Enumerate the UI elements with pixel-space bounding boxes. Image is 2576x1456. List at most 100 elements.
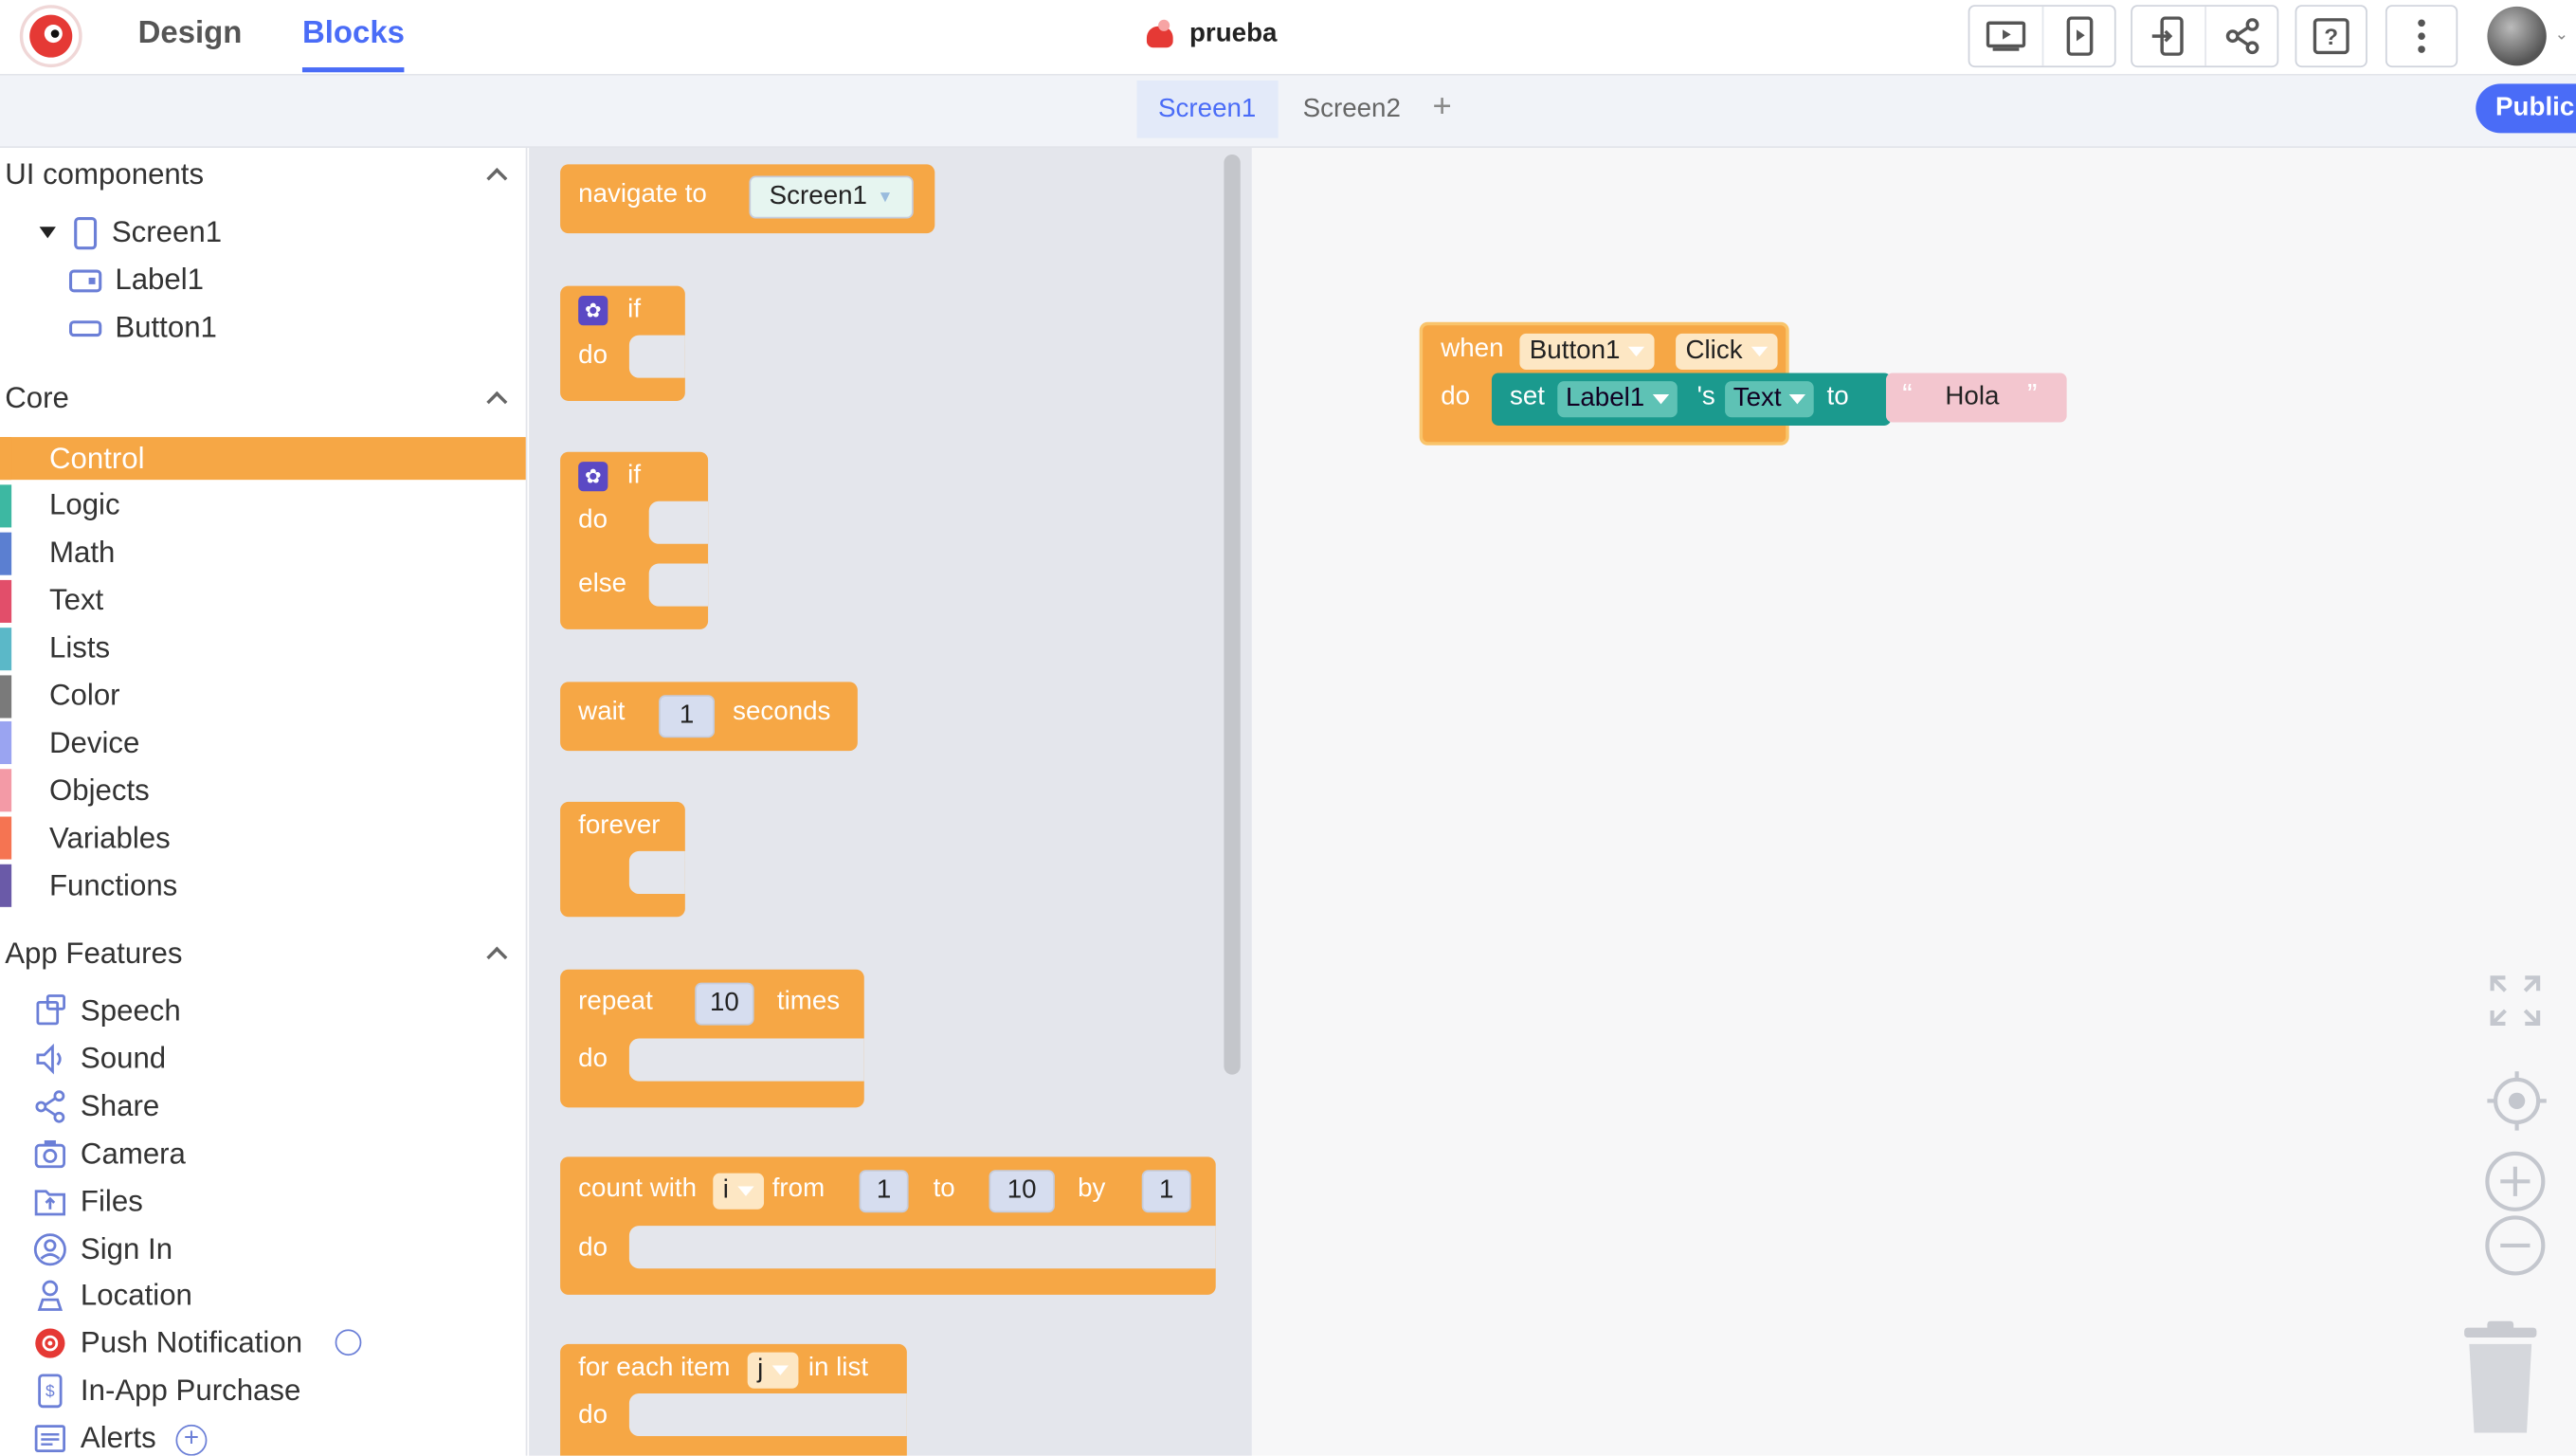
feature-label: Speech — [80, 993, 181, 1028]
help-button[interactable]: ? — [2295, 5, 2367, 68]
feature-sign-in[interactable]: Sign In — [33, 1231, 172, 1265]
forever-block[interactable]: forever — [560, 801, 685, 918]
kebab-menu-icon — [2418, 19, 2425, 53]
chevron-up-icon[interactable] — [486, 943, 506, 963]
sound-icon — [33, 1042, 67, 1076]
run-device-button[interactable] — [2041, 6, 2114, 66]
zoom-out-icon[interactable] — [2484, 1214, 2547, 1277]
add-screen-button[interactable]: + — [1432, 88, 1452, 125]
trash-icon[interactable] — [2458, 1320, 2543, 1436]
event-dropdown[interactable]: Click — [1676, 333, 1777, 371]
tree-item-screen1[interactable]: Screen1 — [72, 215, 222, 249]
if-else-block[interactable]: ✿ if do else — [560, 451, 709, 629]
share-icon — [33, 1089, 67, 1123]
settings-gear-icon[interactable] — [335, 1329, 362, 1356]
blocks-tab[interactable]: Blocks — [301, 16, 406, 73]
for-each-item-block[interactable]: for each item j in list do — [560, 1343, 907, 1456]
block-label: do — [578, 1045, 608, 1073]
app-logo[interactable] — [19, 5, 82, 68]
play-preview-button[interactable] — [1969, 7, 2041, 65]
property-dropdown[interactable]: Text — [1725, 381, 1815, 418]
user-avatar[interactable] — [2487, 6, 2547, 66]
number-input[interactable]: 1 — [1141, 1170, 1191, 1213]
string-value[interactable]: Hola — [1945, 382, 2000, 411]
feature-push-notification[interactable]: Push Notification — [33, 1326, 302, 1360]
category-device[interactable]: Device — [0, 721, 526, 765]
navigate-to-block[interactable]: navigate to Screen1▼ — [560, 164, 935, 234]
dropdown-value: Label1 — [1565, 384, 1645, 413]
block-label: 's — [1696, 382, 1715, 411]
category-logic[interactable]: Logic — [0, 484, 526, 528]
expand-caret-icon[interactable] — [39, 227, 56, 239]
chevron-up-icon[interactable] — [486, 388, 506, 408]
publish-button[interactable]: Public — [2476, 83, 2576, 134]
screen-dropdown[interactable]: Screen1▼ — [749, 175, 914, 219]
top-bar: Design Blocks prueba ? — [0, 0, 2576, 76]
category-variables[interactable]: Variables — [0, 816, 526, 860]
add-circle-icon[interactable]: + — [175, 1424, 208, 1456]
if-block[interactable]: ✿ if do — [560, 285, 685, 401]
target-component-dropdown[interactable]: Label1 — [1557, 381, 1678, 418]
core-header[interactable]: Core — [5, 381, 69, 414]
dropdown-arrow-icon — [736, 1186, 753, 1196]
block-label: by — [1078, 1174, 1106, 1203]
blocks-workspace[interactable]: when Button1 Click do set Label1 's Text… — [1251, 148, 2576, 1456]
tree-item-label1[interactable]: Label1 — [68, 263, 204, 297]
category-control[interactable]: Control — [0, 437, 526, 481]
design-tab[interactable]: Design — [137, 16, 243, 51]
feature-sound[interactable]: Sound — [33, 1042, 167, 1076]
tree-item-button1[interactable]: Button1 — [68, 311, 217, 345]
feature-label: Sign In — [80, 1231, 173, 1265]
variable-dropdown[interactable]: i — [713, 1173, 764, 1210]
wait-block[interactable]: wait 1 seconds — [560, 682, 858, 752]
fullscreen-icon[interactable] — [2487, 973, 2543, 1028]
screen-tab-screen1[interactable]: Screen1 — [1136, 80, 1278, 138]
category-functions[interactable]: Functions — [0, 864, 526, 908]
ui-components-header[interactable]: UI components — [5, 157, 205, 191]
feature-share[interactable]: Share — [33, 1089, 160, 1123]
category-color-swatch — [0, 627, 12, 670]
category-objects[interactable]: Objects — [0, 769, 526, 812]
block-label: do — [578, 1401, 608, 1430]
share-button[interactable] — [2204, 6, 2277, 66]
category-text[interactable]: Text — [0, 579, 526, 623]
chevron-up-icon[interactable] — [486, 164, 506, 184]
category-color[interactable]: Color — [0, 674, 526, 718]
flyout-scrollbar[interactable] — [1224, 154, 1241, 1075]
number-input[interactable]: 10 — [695, 982, 754, 1026]
feature-camera[interactable]: Camera — [33, 1137, 186, 1171]
repeat-block[interactable]: repeat 10 times do — [560, 969, 864, 1108]
block-flyout: navigate to Screen1▼ ✿ if do ✿ if do els… — [529, 148, 1252, 1456]
variable-dropdown[interactable]: j — [747, 1352, 798, 1389]
screen-tab-screen2[interactable]: Screen2 — [1302, 94, 1401, 123]
label-icon — [68, 268, 102, 292]
feature-alerts[interactable]: Alerts — [33, 1422, 156, 1456]
dropdown-arrow-icon — [1751, 346, 1768, 357]
count-with-block[interactable]: count with i from 1 to 10 by 1 do — [560, 1156, 1216, 1295]
number-input[interactable]: 1 — [659, 695, 716, 738]
feature-speech[interactable]: Speech — [33, 994, 181, 1028]
more-button[interactable] — [2385, 5, 2458, 68]
screen-icon — [74, 216, 98, 249]
chevron-down-icon[interactable]: ⌄ — [2554, 26, 2569, 45]
statement-slot — [628, 1226, 1216, 1269]
zoom-in-icon[interactable] — [2484, 1150, 2547, 1212]
app-features-header[interactable]: App Features — [5, 937, 183, 970]
block-label: count with — [578, 1174, 698, 1203]
feature-location[interactable]: Location — [33, 1279, 192, 1313]
number-input[interactable]: 10 — [989, 1170, 1055, 1213]
component-dropdown[interactable]: Button1 — [1519, 333, 1655, 371]
gear-icon[interactable]: ✿ — [578, 462, 608, 492]
text-string-block[interactable]: “ Hola ” — [1885, 373, 2067, 423]
category-lists[interactable]: Lists — [0, 627, 526, 670]
gear-icon[interactable]: ✿ — [578, 296, 608, 326]
category-math[interactable]: Math — [0, 532, 526, 575]
recenter-icon[interactable] — [2486, 1069, 2549, 1132]
category-color-swatch — [0, 579, 12, 623]
feature-files[interactable]: Files — [33, 1184, 143, 1218]
svg-text:$: $ — [45, 1382, 55, 1401]
export-button[interactable] — [2132, 7, 2204, 65]
number-input[interactable]: 1 — [859, 1170, 909, 1213]
feature-in-app-purchase[interactable]: $In-App Purchase — [33, 1374, 300, 1409]
set-property-block[interactable]: set Label1 's Text to — [1491, 373, 1892, 426]
